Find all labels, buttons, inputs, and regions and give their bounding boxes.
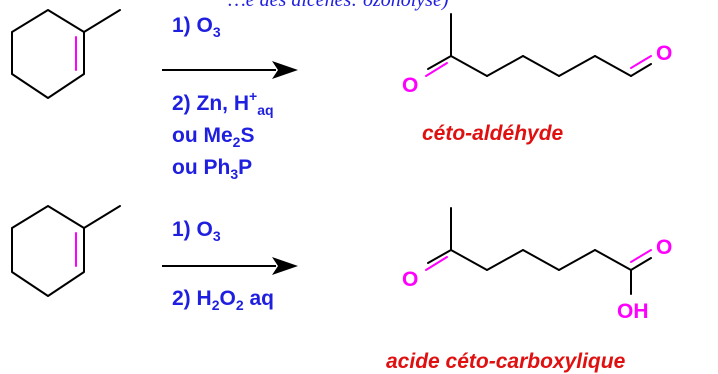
r1-alt2: ou Ph3P xyxy=(172,156,252,182)
r2-acid-carbonyl-oxygen: O xyxy=(656,236,672,259)
r2-acid-hydroxyl: OH xyxy=(617,300,649,323)
reactant2-1-methylcyclohexene xyxy=(11,205,121,297)
r2-step1: 1) O3 xyxy=(172,218,221,244)
product-keto-acid xyxy=(425,207,652,295)
r2-product-label: acide céto-carboxylique xyxy=(386,350,626,373)
r1-step1: 1) O3 xyxy=(172,14,221,40)
r2-step2: 2) H2O2 aq xyxy=(172,287,274,313)
r2-reaction-arrow xyxy=(162,257,298,275)
r1-ketone-oxygen: O xyxy=(402,74,418,97)
header-cut-text: …e des alcènes: ozonolyse) xyxy=(228,0,449,11)
r1-reaction-arrow xyxy=(162,61,298,79)
r1-step2: 2) Zn, H+aq xyxy=(172,88,274,118)
r2-ketone-oxygen: O xyxy=(402,268,418,291)
r1-aldehyde-oxygen: O xyxy=(656,42,672,65)
reactant-1-methylcyclohexene xyxy=(11,9,121,99)
product-keto-aldehyde xyxy=(425,13,652,77)
r1-product-label: céto-aldéhyde xyxy=(422,122,564,145)
r1-alt1: ou Me2S xyxy=(172,124,254,150)
